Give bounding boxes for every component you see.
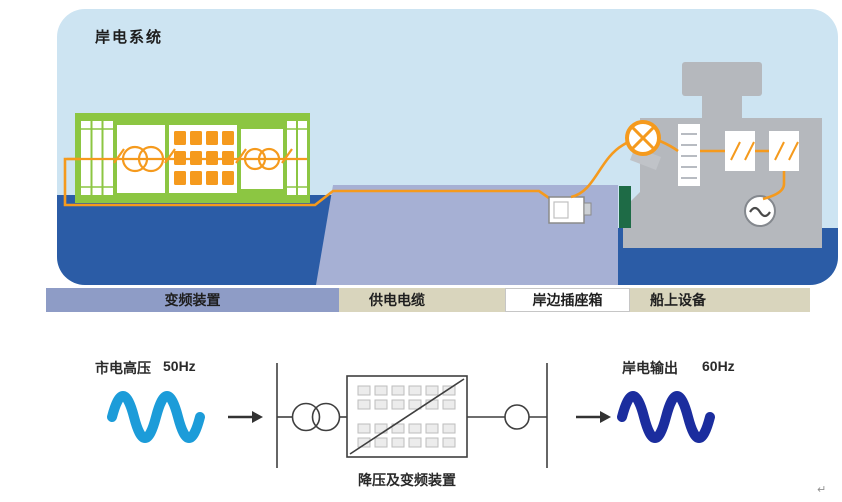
input-frequency-value: 50Hz bbox=[163, 358, 196, 374]
converter-station-building bbox=[67, 113, 310, 203]
ship-switch-panel-1 bbox=[725, 131, 755, 171]
ship-generator-symbol bbox=[744, 195, 776, 227]
output-frequency-value: 60Hz bbox=[702, 358, 735, 374]
legend-supply-cable-label: 供电电缆 bbox=[369, 292, 425, 308]
input-wave-icon bbox=[107, 391, 205, 443]
scene-panel: 岸电系统 bbox=[57, 9, 838, 285]
converter-device-label: 降压及变频装置 bbox=[358, 472, 456, 488]
quay-water bbox=[57, 195, 357, 285]
output-circle-symbol bbox=[504, 404, 530, 430]
converter-modules bbox=[174, 131, 234, 185]
transformer-symbol-2 bbox=[243, 147, 267, 171]
transformer-symbol-left bbox=[291, 402, 321, 432]
output-wave-icon bbox=[617, 391, 715, 443]
legend-converter: 变频装置 bbox=[46, 288, 339, 312]
diagram-title: 岸电系统 bbox=[95, 29, 164, 46]
ship-funnel-cap bbox=[682, 62, 762, 96]
converter-internal-modules bbox=[357, 385, 456, 448]
shore-socket-box bbox=[548, 196, 592, 224]
converter-circuit bbox=[276, 363, 548, 468]
right-arrow-icon-1 bbox=[228, 411, 263, 423]
dock-fender bbox=[619, 186, 631, 228]
flow-input-caption: 市电高压 50Hz bbox=[95, 358, 196, 378]
legend-supply-cable: 供电电缆 bbox=[339, 288, 505, 312]
legend-converter-label: 变频装置 bbox=[164, 292, 221, 308]
shore-power-cable bbox=[63, 157, 550, 207]
station-single-line-diagram bbox=[67, 145, 307, 173]
ship-switch-panel-2 bbox=[769, 131, 799, 171]
transformer-symbol-1 bbox=[121, 145, 149, 173]
legend-socket-box: 岸边插座箱 bbox=[505, 288, 630, 312]
converter-device-caption: 降压及变频装置 bbox=[327, 470, 487, 490]
input-voltage-label: 市电高压 bbox=[95, 360, 151, 376]
cable-reel-icon bbox=[625, 120, 661, 156]
right-arrow-icon-2 bbox=[576, 411, 611, 423]
page-break-artifact: ↵ bbox=[817, 484, 827, 496]
flow-output-caption: 岸电输出 60Hz bbox=[622, 358, 735, 378]
legend-onboard-equipment-label: 船上设备 bbox=[650, 292, 706, 308]
flow-diagram-graphic bbox=[107, 363, 715, 468]
ship-funnel-stem bbox=[702, 94, 742, 122]
output-voltage-label: 岸电输出 bbox=[622, 360, 678, 376]
pier bbox=[316, 185, 618, 285]
scene-graphic bbox=[57, 62, 838, 285]
converter-diagonal bbox=[349, 378, 465, 455]
legend-onboard-equipment: 船上设备 bbox=[630, 288, 810, 312]
legend-bar: 变频装置 供电电缆 岸边插座箱 船上设备 bbox=[46, 288, 810, 312]
legend-socket-box-label: 岸边插座箱 bbox=[532, 292, 603, 308]
ship-cable-ladder-panel bbox=[678, 124, 700, 186]
